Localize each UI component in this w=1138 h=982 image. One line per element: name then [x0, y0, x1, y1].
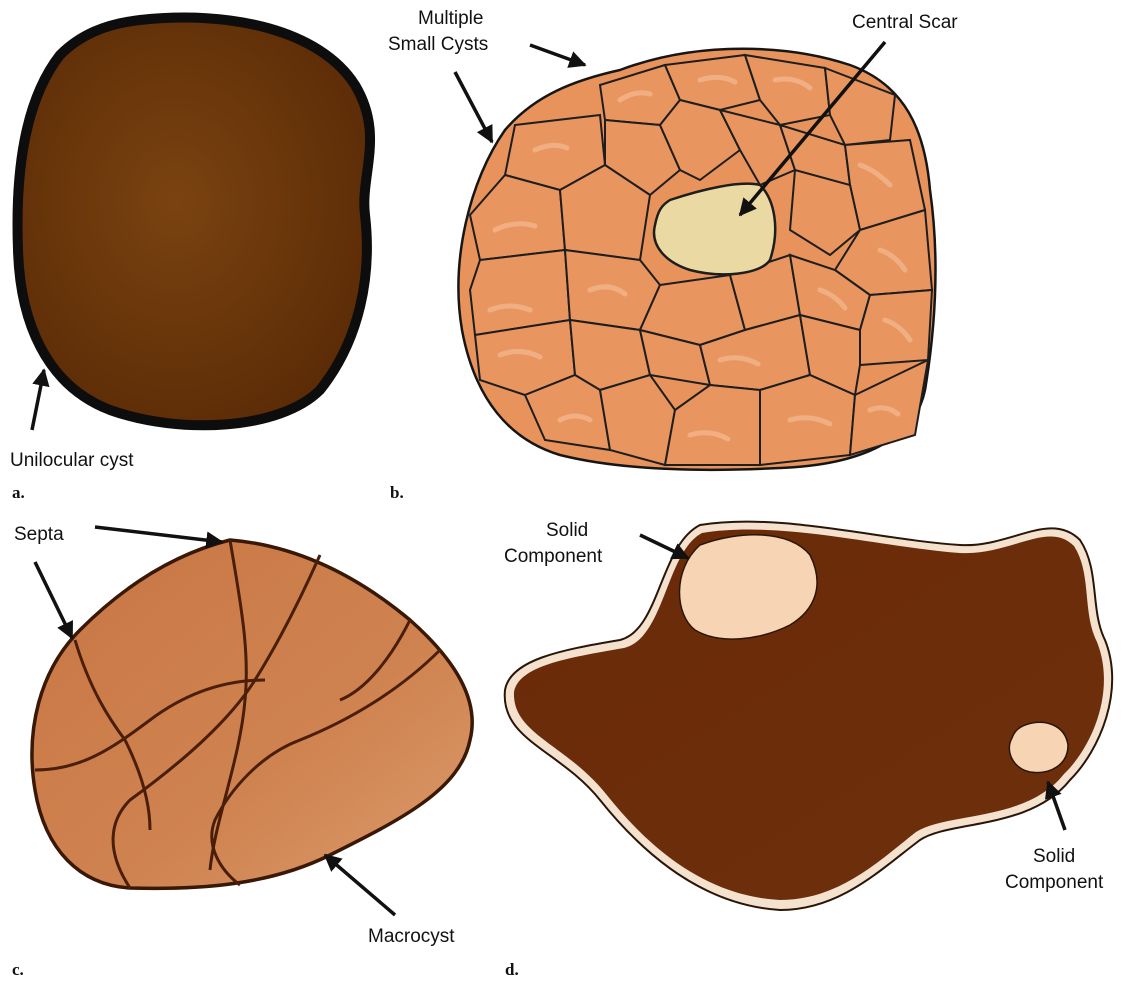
panel-c-letter: c. — [12, 960, 24, 979]
multiple-cysts-label-line2: Small Cysts — [388, 34, 488, 55]
macrocyst-shape — [32, 540, 472, 888]
multiple-cysts-label-line1: Multiple — [418, 8, 483, 29]
panel-a-letter: a. — [12, 483, 25, 502]
unilocular-arrow — [32, 370, 44, 430]
solid-component-2-label-line2: Component — [1005, 872, 1104, 893]
central-scar-label: Central Scar — [852, 12, 958, 33]
panel-d: Solid Component Solid Component d. — [504, 520, 1112, 979]
unilocular-label: Unilocular cyst — [10, 450, 134, 471]
unilocular-cyst-shape — [17, 18, 370, 426]
panel-c: Septa Macrocyst c. — [12, 524, 472, 979]
multiple-cysts-arrow-right — [530, 45, 585, 65]
solid-component-small — [1009, 722, 1068, 772]
macrocyst-arrow — [325, 855, 395, 915]
panel-b-letter: b. — [390, 483, 404, 502]
panel-d-letter: d. — [505, 960, 519, 979]
panel-b: Multiple Small Cysts Central Scar b. — [388, 8, 958, 502]
solid-component-2-label-line1: Solid — [1033, 846, 1075, 867]
septa-arrow-right — [95, 527, 222, 542]
solid-component-1-label-line2: Component — [504, 546, 603, 567]
multiple-cysts-arrow-down — [455, 72, 492, 142]
septa-label: Septa — [14, 524, 64, 545]
septa-arrow-down — [35, 562, 72, 638]
macrocyst-label: Macrocyst — [368, 926, 455, 947]
solid-component-1-label-line1: Solid — [546, 520, 588, 541]
panel-a: Unilocular cyst a. — [10, 18, 370, 502]
